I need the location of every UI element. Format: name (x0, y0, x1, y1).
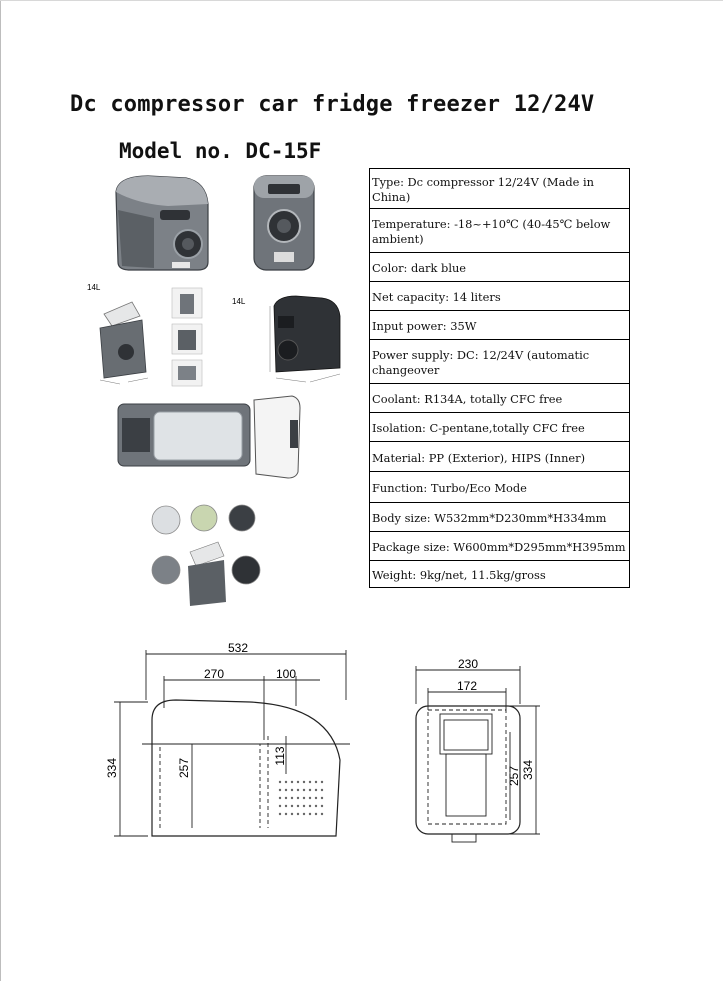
fridge-dimension-photo: 14L (232, 295, 341, 383)
dim-side-width-230: 230 (458, 657, 478, 671)
dim-width-532: 532 (228, 641, 248, 655)
dim-height-113: 113 (273, 746, 287, 765)
fridge-open-photo: 14L (87, 283, 149, 385)
fridge-angled-photo (115, 175, 209, 271)
spec-temperature: Temperature: -18~+10℃ (40-45℃ below ambi… (369, 208, 630, 253)
spec-coolant: Coolant: R134A, totally CFC free (369, 383, 630, 413)
dim-height-257: 257 (177, 758, 191, 778)
dim-side-height-257: 257 (507, 766, 521, 786)
dim-height-334: 334 (105, 758, 119, 778)
dim-offset-100: 100 (276, 667, 296, 681)
spec-capacity: Net capacity: 14 liters (369, 281, 630, 311)
page-edge-left (0, 0, 1, 981)
dim-side-width-172: 172 (457, 679, 477, 693)
capacity-label-left: 14L (87, 283, 101, 292)
spec-function: Function: Turbo/Eco Mode (369, 471, 630, 503)
side-view-drawing: 230 172 257 334 (415, 657, 540, 843)
spec-power-supply: Power supply: DC: 12/24V (automatic chan… (369, 339, 630, 384)
fridge-open-lid-photo (117, 395, 301, 479)
fridge-features-photo (151, 504, 261, 606)
model-number: Model no. DC-15F (119, 139, 322, 163)
capacity-label-right: 14L (232, 297, 246, 306)
spec-isolation: Isolation: C-pentane,totally CFC free (369, 412, 630, 442)
fridge-thumbnails (171, 287, 203, 387)
dim-width-270: 270 (204, 667, 224, 681)
spec-body-size: Body size: W532mm*D230mm*H334mm (369, 502, 630, 532)
spec-input-power: Input power: 35W (369, 310, 630, 340)
spec-package-size: Package size: W600mm*D295mm*H395mm (369, 531, 630, 561)
dim-side-height-334: 334 (521, 760, 535, 780)
spec-color: Color: dark blue (369, 252, 630, 282)
front-view-drawing: 532 270 100 334 257 113 (105, 641, 350, 837)
page-title: Dc compressor car fridge freezer 12/24V (70, 92, 595, 117)
page-edge-top (0, 0, 723, 1)
spec-type: Type: Dc compressor 12/24V (Made in Chin… (369, 168, 630, 209)
fridge-front-photo (253, 175, 315, 271)
spec-table: Type: Dc compressor 12/24V (Made in Chin… (369, 168, 630, 588)
spec-material: Material: PP (Exterior), HIPS (Inner) (369, 441, 630, 472)
spec-weight: Weight: 9kg/net, 11.5kg/gross (369, 560, 630, 588)
